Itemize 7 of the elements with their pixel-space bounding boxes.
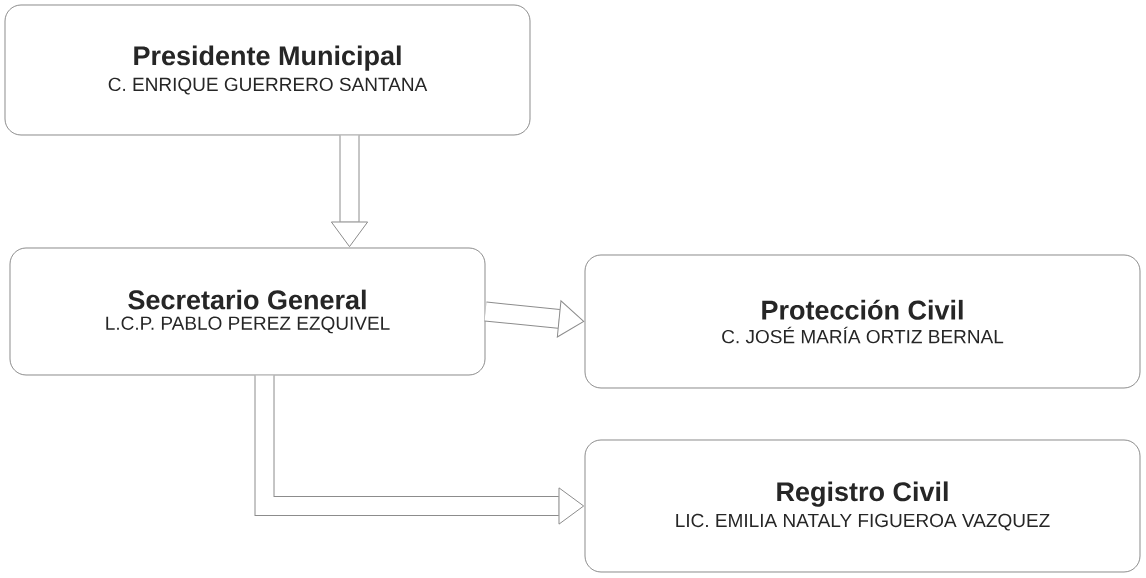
hollow-arrow (484, 300, 585, 338)
hollow-arrow (330, 135, 369, 248)
org-box: Presidente Municipal C. ENRIQUE GUERRERO SANTANA (4, 4, 531, 136)
org-box: Protección Civil C. JOSÉ MARÍA ORTIZ BERNAL (584, 254, 1141, 389)
org-box: Secretario General L.C.P. PABLO PEREZ EZQUIVEL (9, 247, 486, 376)
hollow-arrow (254, 375, 585, 525)
org-box: Registro Civil LIC. EMILIA NATALY FIGUEROA VAZQUEZ (584, 439, 1141, 573)
